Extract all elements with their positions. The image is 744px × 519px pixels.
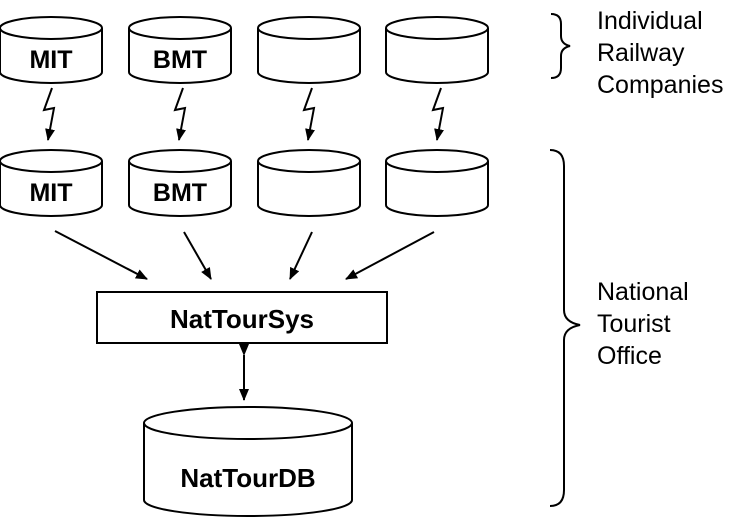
office-db-4 — [385, 149, 489, 217]
railway-db-label: BMT — [153, 46, 207, 74]
railway-group-label-line3: Companies — [597, 71, 723, 99]
nattoursys-box: NatTourSys — [96, 291, 388, 344]
railway-db-4 — [385, 16, 489, 84]
office-group-label-line1: National — [597, 278, 689, 306]
transfer-arrow — [302, 87, 316, 141]
office-brace — [549, 149, 581, 507]
office-group-label-line2: Tourist — [597, 310, 671, 338]
transfer-arrow — [431, 87, 445, 141]
system-label: NatTourSys — [170, 304, 314, 334]
nattourdb-cylinder: NatTourDB — [143, 406, 353, 517]
office-db-bmt: BMT — [128, 149, 232, 217]
feed-arrow — [345, 231, 435, 280]
office-db-mit: MIT — [0, 149, 103, 217]
railway-db-label: MIT — [29, 46, 72, 74]
railway-brace — [550, 13, 571, 79]
office-db-3 — [257, 149, 361, 217]
feed-arrow — [183, 231, 212, 280]
railway-group-label-line2: Railway — [597, 39, 685, 67]
office-group-label-line3: Office — [597, 342, 662, 370]
transfer-arrow — [42, 87, 56, 141]
transfer-arrow — [173, 87, 187, 141]
central-db-label: NatTourDB — [180, 463, 315, 493]
office-db-label: BMT — [153, 179, 207, 207]
railway-db-mit: MIT — [0, 16, 103, 84]
railway-db-bmt: BMT — [128, 16, 232, 84]
office-db-label: MIT — [29, 179, 72, 207]
feed-arrow — [54, 230, 148, 280]
feed-arrow — [289, 231, 313, 280]
railway-group-label-line1: Individual — [597, 7, 703, 35]
railway-db-3 — [257, 16, 361, 84]
